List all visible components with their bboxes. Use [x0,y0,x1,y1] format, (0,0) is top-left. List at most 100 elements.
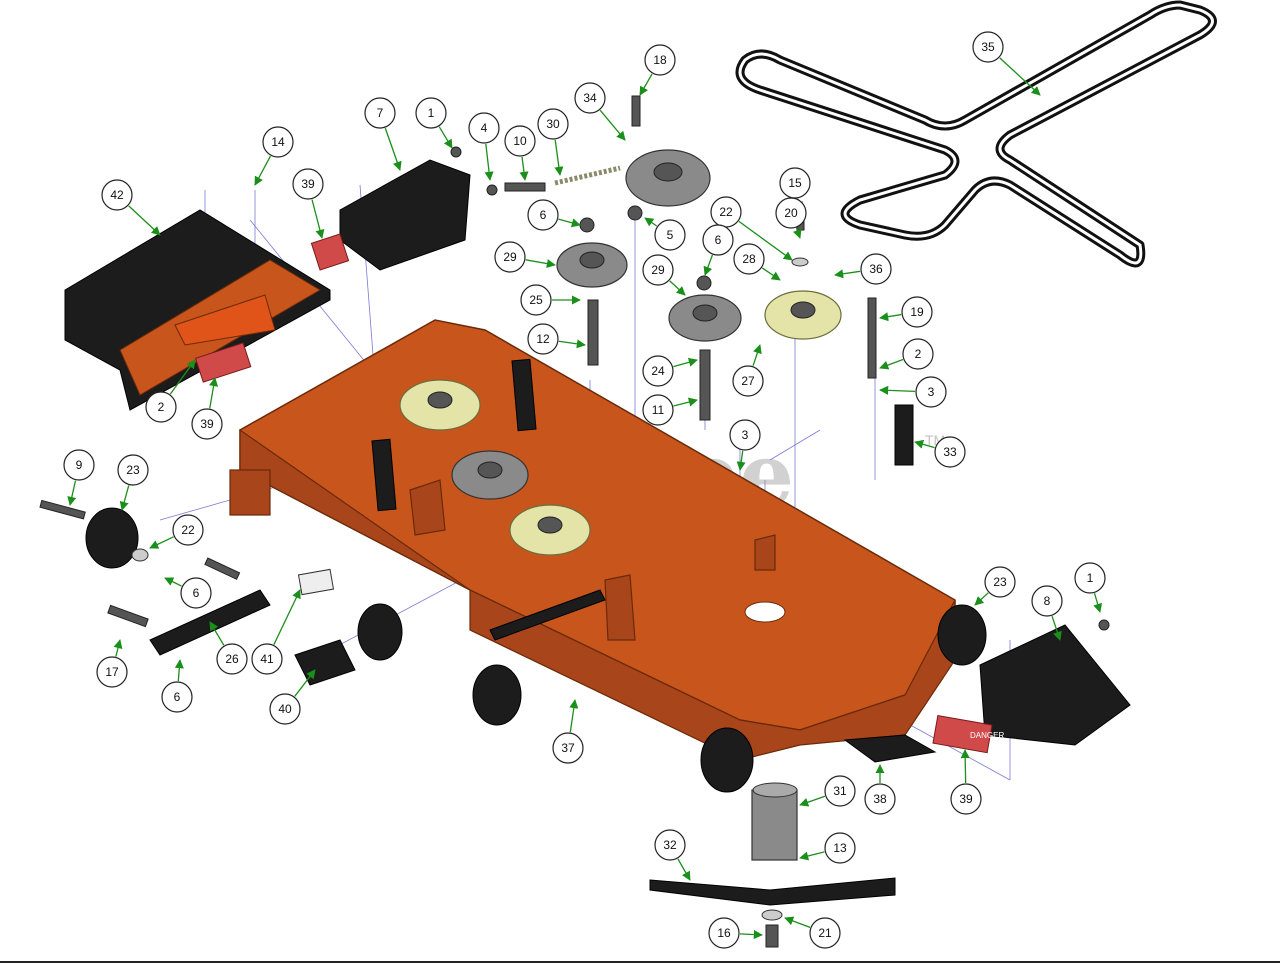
callout-c15: 15 [779,167,811,211]
decal-40 [294,639,356,686]
callout-circle [504,125,536,157]
spindle-blade [649,782,896,906]
deck-bracket-left [229,469,271,516]
callout-c35: 35 [972,31,1041,96]
callout-circle [733,243,765,275]
callout-leader [519,156,529,181]
bolt-17 [107,604,149,628]
callout-c4: 4 [468,112,500,181]
callout-number: 3 [742,428,749,442]
deck-brackets [371,358,914,641]
callout-number: 28 [742,252,756,266]
bolt-9 [39,499,86,520]
spacer-12 [587,299,599,366]
callout-circle [494,241,526,273]
callout-number: 2 [158,400,165,414]
callout-leader [558,218,581,228]
callout-leader [834,269,861,279]
nut-4 [486,184,498,196]
callout-circle [902,338,934,370]
callout-c23b: 23 [974,566,1016,606]
callout-number: 1 [428,106,435,120]
callout-circle [161,681,193,713]
decal-39a [310,233,350,271]
callout-leader [799,851,825,861]
callout-number: 8 [1044,594,1051,608]
callout-leader [67,480,77,506]
callout-number: 30 [546,117,560,131]
callout-leader [209,621,225,646]
callout-circle [191,408,223,440]
callout-c6b: 6 [702,224,734,276]
callout-c31: 31 [799,775,856,807]
callout-number: 18 [653,53,667,67]
callout-c8: 8 [1031,585,1063,641]
callout-number: 24 [651,364,665,378]
callout-c36: 36 [834,253,892,285]
callout-circle [1031,585,1063,617]
callout-circle [1074,562,1106,594]
callout-c23a: 23 [117,454,149,511]
callout-circle [251,643,283,675]
callout-number: 6 [193,586,200,600]
callout-c3b: 3 [729,419,761,471]
callout-c37: 37 [552,699,584,764]
callout-circle [292,168,324,200]
callout-leader [273,589,301,645]
callout-leader [761,267,781,281]
callout-leader [599,109,626,141]
callout-circle [775,197,807,229]
callout-leader [879,385,916,395]
callout-leader [128,205,161,236]
callout-number: 29 [651,263,665,277]
callout-leader [738,220,793,261]
callout-number: 35 [981,40,995,54]
callout-c22b: 22 [149,514,204,549]
callout-number: 21 [818,926,832,940]
callout-leader [569,699,579,733]
callout-circle [520,284,552,316]
callout-number: 36 [869,262,883,276]
callout-number: 1 [1087,571,1094,585]
callout-circle [364,97,396,129]
callout-c2b: 2 [145,359,196,423]
callout-circle [708,917,740,949]
callout-leader [703,254,714,276]
callout-number: 13 [833,841,847,855]
callout-circle [415,97,447,129]
callout-leader [784,916,811,928]
callout-number: 17 [105,665,119,679]
cover-7 [339,159,471,271]
callout-circle [552,732,584,764]
callout-number: 29 [503,250,517,264]
wheel-right [937,604,987,666]
callout-number: 9 [76,458,83,472]
callout-leader [113,639,123,657]
callout-leader [673,357,698,368]
bolt-19 [867,297,877,379]
callout-circle [180,577,212,609]
callout-leader [174,659,184,682]
callout-number: 12 [536,332,550,346]
callout-circle [824,775,856,807]
nut-6b [696,275,712,291]
washer-21 [761,909,783,921]
callout-c24: 24 [642,355,698,387]
callout-number: 2 [915,347,922,361]
callout-leader [669,280,686,296]
callout-c3a: 3 [879,376,947,408]
washer-22a [791,257,809,267]
callout-number: 27 [741,374,755,388]
callout-leader [792,227,802,239]
callout-leader [169,359,196,395]
callout-leader [119,485,130,511]
callout-c26: 26 [209,621,248,675]
callout-leader [254,155,272,186]
callout-circle [145,391,177,423]
callout-circle [972,31,1004,63]
deck-pulleys [399,379,591,556]
callout-c2a: 2 [879,338,934,370]
callout-leader [484,143,494,181]
